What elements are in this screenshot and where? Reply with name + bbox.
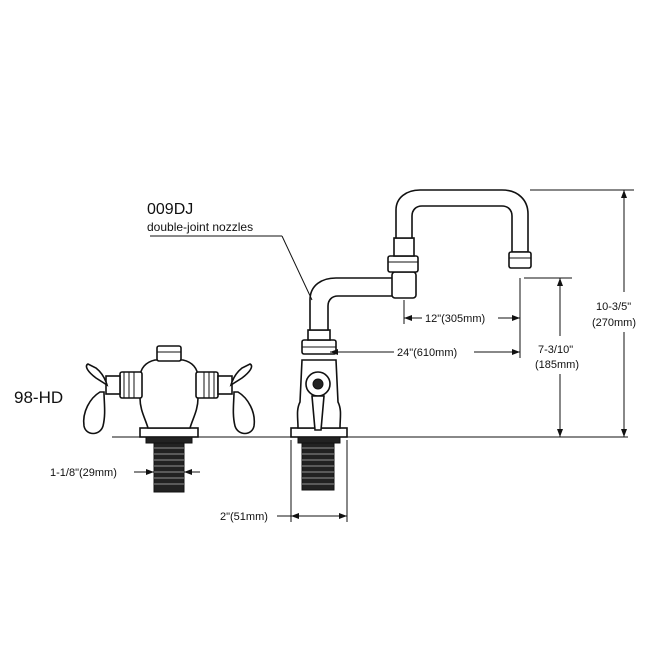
label-model-main: 009DJ	[147, 201, 193, 218]
main-faucet-009dj	[290, 189, 532, 491]
dim-7-3-10in: 7-3/10" (185mm)	[524, 277, 579, 437]
label-model-main-desc: double-joint nozzles	[147, 220, 253, 234]
dim-1-1-8in: 1-1/8"(29mm)	[50, 467, 200, 479]
dim-7-3-10in-label-a: 7-3/10"	[538, 344, 573, 356]
label-model-side: 98-HD	[14, 388, 63, 407]
dim-10-3-5in-label-a: 10-3/5"	[596, 301, 631, 313]
dim-2in: 2"(51mm)	[220, 440, 348, 523]
side-faucet-98hd	[82, 345, 256, 493]
dim-24in: 24"(610mm)	[330, 324, 521, 359]
dim-10-3-5in: 10-3/5" (270mm)	[530, 189, 636, 437]
dim-7-3-10in-label-b: (185mm)	[535, 359, 579, 371]
dim-10-3-5in-label-b: (270mm)	[592, 317, 636, 329]
side-faucet-shank	[153, 441, 185, 493]
dim-24in-label: 24"(610mm)	[397, 347, 457, 359]
dim-12in-label: 12"(305mm)	[425, 313, 485, 325]
dim-12in: 12"(305mm)	[403, 278, 521, 325]
dim-1-1-8in-label: 1-1/8"(29mm)	[50, 467, 117, 479]
dim-2in-label: 2"(51mm)	[220, 511, 268, 523]
